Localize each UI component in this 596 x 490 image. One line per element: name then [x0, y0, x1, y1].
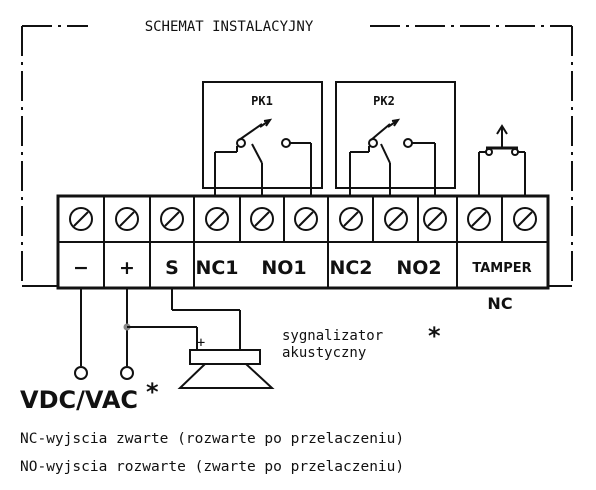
- buzzer-label-line1: sygnalizator: [282, 328, 383, 344]
- screw-row: [69, 207, 537, 231]
- buzzer-asterisk: *: [428, 322, 441, 350]
- screw-terminal-icon: [339, 207, 363, 231]
- tamper-switch-icon: [478, 124, 526, 196]
- buzzer-label-line2: akustyczny: [282, 345, 366, 361]
- relay-pk2-box: [335, 81, 456, 189]
- screw-terminal-icon: [160, 207, 184, 231]
- relay-pk2-label: PK2: [373, 94, 395, 108]
- relay-contact-icon: [349, 118, 436, 196]
- legend-nc: NC-wyjscia zwarte (rozwarte po przelacze…: [20, 431, 404, 447]
- terminal-no1: NO1: [261, 257, 306, 279]
- screw-terminal-icon: [294, 207, 318, 231]
- terminal-labels: − + S NC1 NO1 NC2 NO2 TAMPER: [73, 257, 532, 279]
- terminal-nc1: NC1: [195, 257, 238, 279]
- screw-terminal-icon: [423, 207, 447, 231]
- wire-end-icon: [120, 366, 134, 380]
- relay-pk1-label: PK1: [251, 94, 273, 108]
- terminal-dividers: [103, 196, 503, 288]
- screw-terminal-icon: [384, 207, 408, 231]
- power-asterisk: *: [146, 378, 159, 406]
- terminal-no2: NO2: [396, 257, 441, 279]
- tamper-nc-label: NC: [487, 294, 512, 313]
- relay-contact-icon: [214, 118, 312, 196]
- screw-terminal-icon: [513, 207, 537, 231]
- buzzer-plus-mark: +: [197, 335, 205, 351]
- screw-terminal-icon: [205, 207, 229, 231]
- screw-terminal-icon: [115, 207, 139, 231]
- terminal-minus: −: [73, 257, 89, 279]
- buzzer-icon: [177, 349, 275, 389]
- terminal-plus: +: [119, 257, 135, 279]
- screw-terminal-icon: [467, 207, 491, 231]
- power-label: VDC/VAC: [20, 386, 138, 414]
- legend-no: NO-wyjscia rozwarte (zwarte po przelacze…: [20, 459, 404, 475]
- terminal-tamper: TAMPER: [472, 261, 531, 276]
- wire-end-icon: [74, 366, 88, 380]
- terminal-s: S: [165, 257, 179, 279]
- diagram-title: SCHEMAT INSTALACYJNY: [145, 19, 314, 35]
- screw-terminal-icon: [250, 207, 274, 231]
- screw-terminal-icon: [69, 207, 93, 231]
- terminal-nc2: NC2: [329, 257, 372, 279]
